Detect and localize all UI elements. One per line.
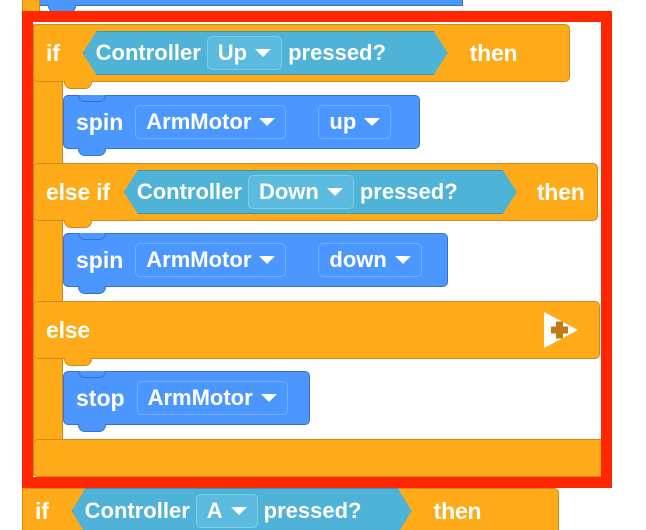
- spin-motor-dropdown[interactable]: ArmMotor: [135, 243, 287, 277]
- pressed-label: pressed?: [288, 40, 386, 65]
- else-keyword: else: [46, 316, 90, 343]
- controller-button-value: Down: [258, 179, 319, 204]
- chevron-down-icon: [394, 256, 411, 264]
- then-keyword: then: [536, 178, 585, 205]
- controller-button-value: Up: [217, 40, 248, 65]
- controller-button-dropdown[interactable]: Down: [248, 175, 354, 209]
- controller-label: Controller: [84, 498, 190, 523]
- spin-direction-value: down: [329, 247, 387, 272]
- controller-button-value: A: [206, 498, 223, 523]
- add-branch-triangle-icon[interactable]: [541, 309, 581, 351]
- chevron-down-icon: [259, 256, 276, 264]
- spin-motor-value: ArmMotor: [146, 247, 252, 272]
- spin-direction-dropdown[interactable]: down: [318, 243, 422, 277]
- controller-pressed-boolean-up[interactable]: Controller Up pressed?: [83, 31, 448, 75]
- controller-pressed-boolean-down[interactable]: Controller Down pressed?: [124, 170, 517, 214]
- chevron-down-icon: [260, 394, 277, 402]
- pressed-label: pressed?: [359, 179, 458, 204]
- spin-arm-motor-down-block[interactable]: spin ArmMotor down: [63, 233, 448, 294]
- spin-motor-dropdown[interactable]: ArmMotor: [135, 105, 287, 139]
- stop-keyword: stop: [76, 384, 125, 411]
- spin-direction-dropdown[interactable]: up: [318, 105, 392, 139]
- spin-keyword: spin: [76, 108, 124, 135]
- partial-control-spine-top: [22, 0, 40, 12]
- control-block-end-cap[interactable]: [33, 439, 610, 477]
- controller-button-dropdown[interactable]: A: [196, 494, 258, 528]
- else-if-row[interactable]: else if Controller Down pressed? then: [33, 163, 598, 228]
- chevron-down-icon: [255, 49, 271, 57]
- next-if-keyword: if: [35, 497, 49, 524]
- controller-pressed-boolean-a[interactable]: Controller A pressed?: [72, 488, 412, 530]
- chevron-down-icon: [231, 507, 247, 515]
- stop-motor-dropdown[interactable]: ArmMotor: [136, 381, 288, 415]
- chevron-down-icon: [259, 118, 276, 126]
- spin-direction-value: up: [329, 109, 357, 134]
- stop-arm-motor-block[interactable]: stop ArmMotor: [63, 371, 310, 432]
- controller-label: Controller: [95, 40, 201, 65]
- else-if-keyword: else if: [46, 178, 110, 205]
- block-notch: [64, 81, 92, 89]
- chevron-down-icon: [364, 118, 381, 126]
- next-if-row[interactable]: if Controller A pressed? then: [22, 488, 559, 530]
- pressed-label: pressed?: [263, 498, 362, 523]
- control-block-spine: [33, 24, 63, 476]
- stop-motor-value: ArmMotor: [147, 385, 253, 410]
- chevron-down-icon: [327, 188, 343, 196]
- partial-motor-block-top[interactable]: [33, 0, 463, 13]
- controller-label: Controller: [136, 179, 242, 204]
- if-keyword: if: [46, 39, 60, 66]
- then-keyword: then: [433, 497, 482, 524]
- else-row[interactable]: else: [33, 301, 600, 366]
- if-row[interactable]: if Controller Up pressed? then: [33, 24, 570, 89]
- spin-motor-value: ArmMotor: [146, 109, 252, 134]
- then-keyword: then: [469, 39, 518, 66]
- spin-keyword: spin: [76, 246, 124, 273]
- controller-button-dropdown[interactable]: Up: [207, 36, 282, 70]
- block-notch: [64, 358, 92, 366]
- spin-arm-motor-up-block[interactable]: spin ArmMotor up: [63, 95, 420, 156]
- block-notch: [64, 220, 92, 228]
